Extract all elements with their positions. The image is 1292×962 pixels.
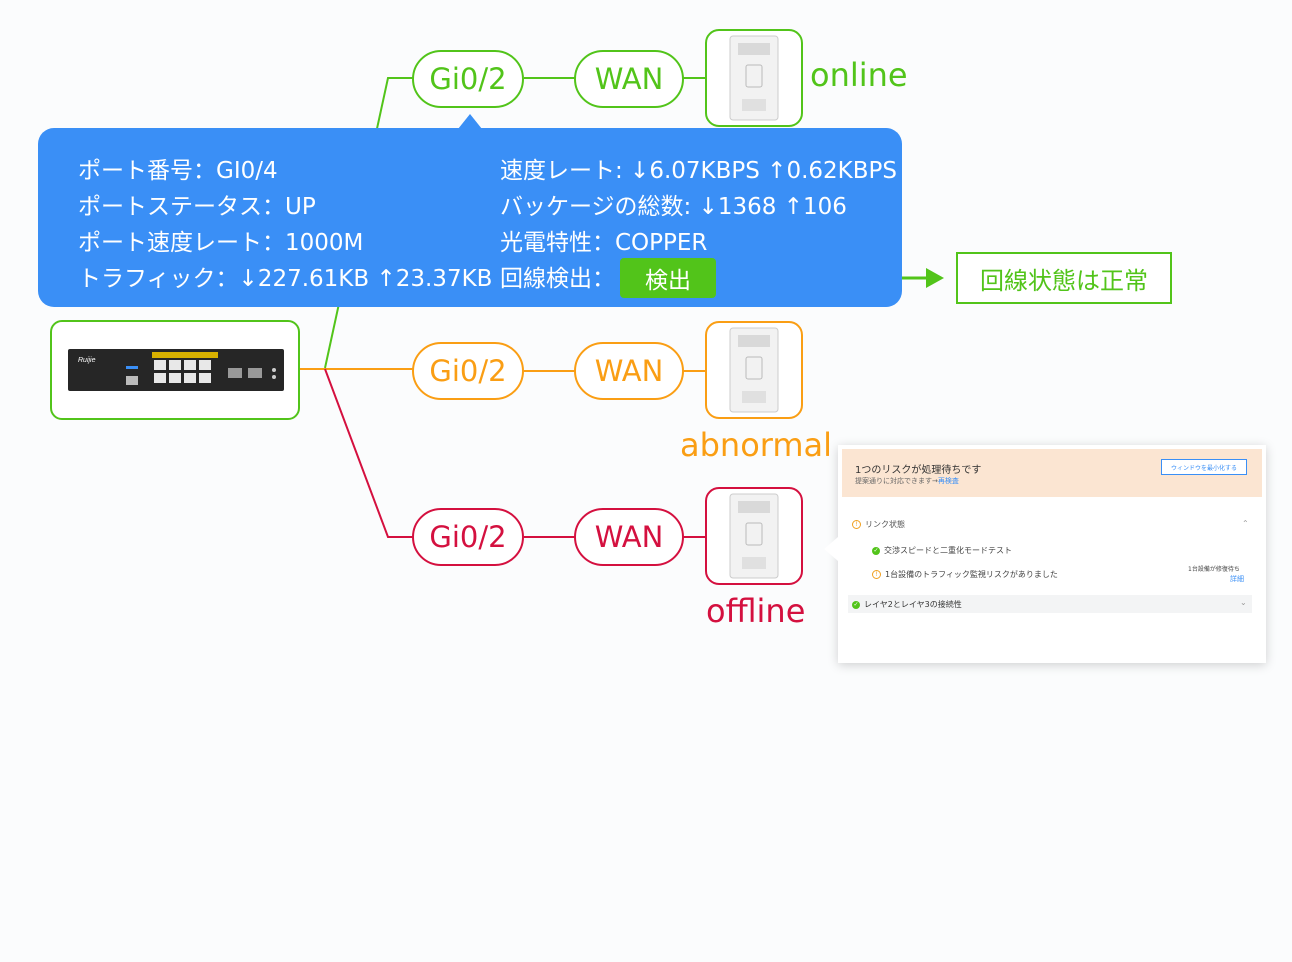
traffic: トラフィック：↓227.61KB ↑23.37KB [78,266,493,292]
warning-icon: ! [852,520,861,529]
link-status-section[interactable]: ! リンク状態 [852,519,905,530]
check-icon: ✓ [852,600,860,609]
l2-l3-section[interactable]: ✓ レイヤ2とレイヤ3の接続性 ⌄ [848,595,1252,613]
status-online-label: online [810,56,908,94]
traffic-risk-item: ! 1台設備のトラフィック監視リスクがありました [872,569,1058,580]
warning-icon: ! [872,570,881,579]
speed-rate: 速度レート: ↓6.07KBPS ↑0.62KBPS [500,158,897,184]
risk-panel: 1つのリスクが処理待ちです 提案通りに対応できます→再検査 ウィンドウを最小化す… [824,445,1266,663]
wan-node-abnormal[interactable]: WAN [574,342,684,400]
expand-icon[interactable]: ⌄ [1240,598,1247,607]
link-status-label: リンク状態 [865,520,905,529]
pending-repair-note: 1台設備が修復待ち [1188,566,1240,573]
wan-node-offline[interactable]: WAN [574,508,684,566]
line-status-result: 回線状態は正常 [956,252,1172,304]
switch-brand-logo: Ruijie [78,357,96,364]
port-node-abnormal[interactable]: Gi0/2 [412,342,524,400]
port-number: ポート番号：GI0/4 [78,158,278,184]
line-check-label: 回線検出： [500,266,615,292]
switch-device[interactable]: Ruijie [50,320,300,420]
l2-l3-label: レイヤ2とレイヤ3の接続性 [864,600,962,609]
port-status: ポートステータス：UP [78,194,316,220]
result-arrow-head [926,268,944,288]
tooltip-arrow [458,114,482,129]
port-info-tooltip: ポート番号：GI0/4 ポートステータス：UP ポート速度レート：1000M ト… [38,114,902,307]
l2-l3-row: ✓ レイヤ2とレイヤ3の接続性 [852,599,962,610]
details-link[interactable]: 詳細 [1230,575,1244,583]
wan-node-online[interactable]: WAN [574,50,684,108]
detect-button[interactable]: 検出 [620,258,716,298]
switch-icon: Ruijie [68,349,284,391]
port-node-online[interactable]: Gi0/2 [412,50,524,108]
collapse-icon[interactable]: ⌃ [1242,519,1249,528]
port-speed: ポート速度レート：1000M [78,230,364,256]
status-offline-label: offline [706,592,806,630]
optical-property: 光電特性：COPPER [500,230,708,256]
recheck-link[interactable]: 再検査 [937,477,959,485]
speed-duplex-label: 交渉スピードと二重化モードテスト [884,546,1012,555]
access-point-icon [729,327,779,413]
check-icon: ✓ [872,546,880,555]
packet-count: バッケージの総数: ↓1368 ↑106 [500,194,847,220]
risk-panel-subtitle: 提案通りに対応できます→再検査 [855,476,959,486]
traffic-risk-label: 1台設備のトラフィック監視リスクがありました [885,570,1058,579]
risk-panel-title: 1つのリスクが処理待ちです [855,465,982,476]
access-point-icon [729,493,779,579]
status-abnormal-label: abnormal [680,426,833,464]
risk-panel-pointer [824,537,838,561]
access-point-offline[interactable] [705,487,803,585]
access-point-online[interactable] [705,29,803,127]
minimize-window-button[interactable]: ウィンドウを最小化する [1161,459,1247,475]
link-offline-trunk [324,368,413,538]
access-point-abnormal[interactable] [705,321,803,419]
speed-duplex-item: ✓ 交渉スピードと二重化モードテスト [872,545,1012,556]
port-node-offline[interactable]: Gi0/2 [412,508,524,566]
access-point-icon [729,35,779,121]
risk-panel-subtitle-text: 提案通りに対応できます→ [855,477,938,485]
risk-panel-header: 1つのリスクが処理待ちです 提案通りに対応できます→再検査 ウィンドウを最小化す… [842,449,1262,497]
